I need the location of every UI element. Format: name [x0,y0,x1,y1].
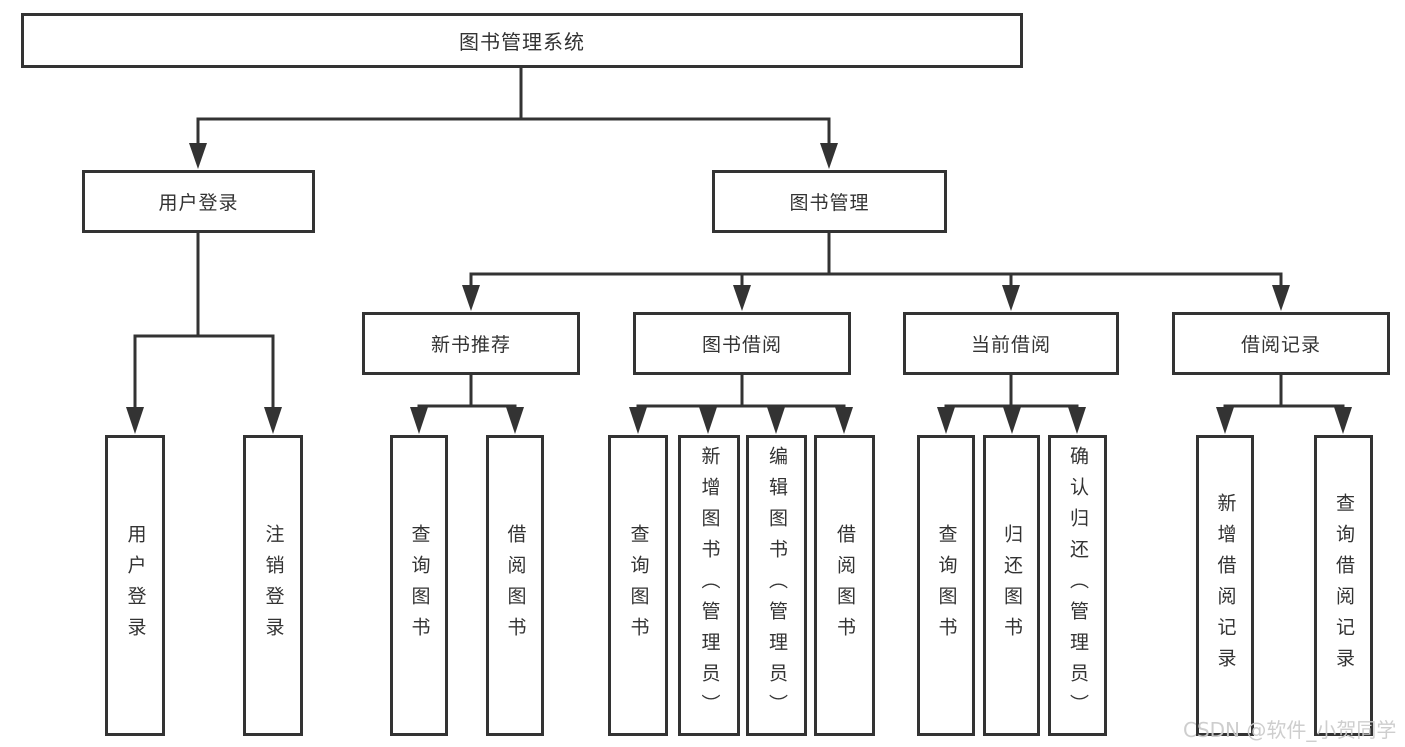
node-label: 用户登录 [124,523,147,648]
leaf-query-books: 查询图书 [390,435,448,736]
node-label: 编辑图书（管理员） [766,446,788,725]
leaf-query-books: 查询图书 [608,435,668,736]
node-new-book-recommend: 新书推荐 [362,312,580,375]
node-label: 查询图书 [935,523,958,648]
node-label: 新书推荐 [430,334,511,356]
node-label: 新增借阅记录 [1214,492,1237,679]
node-label: 借阅图书 [504,523,527,648]
leaf-edit-books-admin: 编辑图书（管理员） [746,435,807,736]
node-label: 查询图书 [627,523,650,648]
leaf-add-books-admin: 新增图书（管理员） [678,435,740,736]
node-label: 用户登录 [158,192,239,214]
node-label: 归还图书 [1001,523,1023,648]
leaf-query-books: 查询图书 [917,435,975,736]
node-borrow-records: 借阅记录 [1172,312,1390,375]
node-label: 借阅记录 [1240,334,1321,356]
node-label: 注销登录 [262,523,285,648]
node-label: 图书管理 [789,192,870,214]
leaf-user-login: 用户登录 [105,435,165,736]
node-library-management-system: 图书管理系统 [21,13,1023,68]
arrowheads [126,143,1352,434]
node-label: 借阅图书 [834,523,856,648]
leaf-add-borrow-record: 新增借阅记录 [1196,435,1254,736]
leaf-confirm-return-admin: 确认归还（管理员） [1048,435,1107,736]
node-current-borrow: 当前借阅 [903,312,1119,375]
node-book-management: 图书管理 [712,170,947,233]
node-book-borrow: 图书借阅 [633,312,851,375]
node-label: 确认归还（管理员） [1067,446,1089,725]
csdn-watermark: CSDN @软件_小贺同学 [1183,718,1397,742]
node-label: 新增图书（管理员） [698,446,721,725]
node-label: 图书管理系统 [459,30,585,54]
node-label: 图书借阅 [701,334,782,356]
node-user-login: 用户登录 [82,170,315,233]
leaf-query-borrow-record: 查询借阅记录 [1314,435,1373,736]
node-label: 查询借阅记录 [1333,492,1355,679]
node-label: 当前借阅 [970,334,1051,356]
node-label: 查询图书 [408,523,431,648]
leaf-return-books: 归还图书 [983,435,1040,736]
leaf-borrow-books: 借阅图书 [486,435,544,736]
leaf-logout: 注销登录 [243,435,303,736]
leaf-borrow-books: 借阅图书 [814,435,875,736]
